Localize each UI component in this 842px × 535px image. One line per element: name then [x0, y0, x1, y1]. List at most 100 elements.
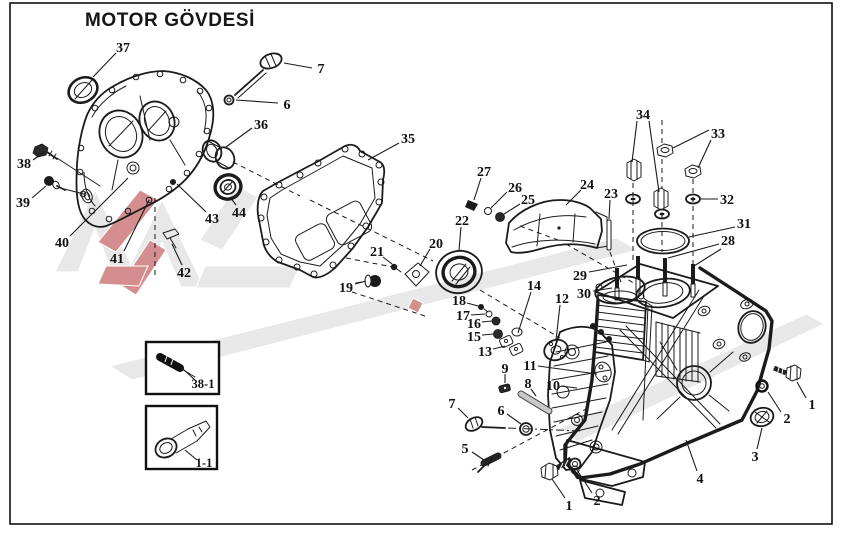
callout-34-12: 34 [636, 108, 650, 123]
callout-30-27: 30 [577, 287, 591, 302]
leader-line-37 [92, 52, 117, 78]
washer-2-bottom [568, 457, 582, 471]
callout-39-6: 39 [16, 196, 30, 211]
leader-line-19 [354, 280, 367, 285]
callout-25-16: 25 [521, 193, 535, 208]
plug-bolt-5 [477, 452, 502, 473]
leader-line-34 [631, 120, 638, 163]
screw-21 [390, 263, 402, 273]
leader-line-35 [367, 142, 400, 161]
callout-33-13: 33 [711, 127, 725, 142]
o-ring-6-bottom [519, 422, 533, 436]
gasket-holes [257, 145, 385, 278]
callout-14-28: 14 [527, 279, 541, 294]
callout-32-19: 32 [720, 193, 734, 208]
leader-line-28 [693, 248, 722, 267]
leader-line-6 [506, 413, 522, 425]
callout-37-0: 37 [116, 41, 130, 56]
callout-20-23: 20 [429, 237, 443, 252]
block-webbing [611, 289, 734, 435]
leader-line-38 [32, 151, 45, 161]
leader-line-36 [225, 127, 253, 148]
leader-line-10 [560, 385, 578, 389]
bearing-44 [213, 173, 243, 201]
side-cover [75, 70, 215, 228]
callout-3-45: 3 [752, 450, 759, 465]
leader-line-5 [471, 451, 485, 461]
cover-bolt-holes [76, 70, 213, 223]
leader-line-34 [648, 120, 660, 193]
hex-nuts-33 [656, 143, 702, 179]
o-ring-6-top [223, 94, 235, 106]
leader-line-6 [235, 99, 279, 104]
callout-1-47: 1 [809, 398, 816, 413]
leader-line-27 [473, 177, 482, 201]
leader-line-7 [457, 407, 469, 419]
lock-plate-20 [404, 262, 430, 287]
nut-16 [491, 316, 501, 326]
oil-dipstick-bottom [464, 416, 506, 432]
leader-line-43 [176, 183, 207, 213]
callout-7-39: 7 [449, 397, 456, 412]
callout-23-18: 23 [604, 187, 618, 202]
callout-2-46: 2 [784, 412, 791, 427]
leader-line-7 [283, 62, 313, 69]
leader-line-14 [517, 291, 532, 334]
leader-line-13 [492, 345, 506, 350]
leader-line-28 [667, 243, 720, 259]
clips-13-14 [499, 327, 524, 356]
seal-cap-3 [749, 406, 775, 428]
leader-line-17 [470, 313, 486, 316]
leader-line-22 [458, 226, 462, 251]
washer-17 [485, 310, 493, 318]
pin-23 [606, 219, 612, 251]
leader-line-1 [551, 478, 566, 499]
leader-line-30 [592, 287, 613, 292]
callout-31-20: 31 [737, 217, 751, 232]
callout-22-22: 22 [455, 214, 469, 229]
drain-bolt-1-right [773, 364, 802, 382]
leader-line-41 [123, 199, 150, 252]
drain-bolt-1-bottom [540, 456, 573, 481]
leader-line-16 [481, 320, 493, 323]
callout-2-43: 2 [594, 494, 601, 509]
callout-36-3: 36 [254, 118, 268, 133]
callout-9-35: 9 [502, 362, 509, 377]
engine-block-4 [547, 263, 774, 506]
callout-41-8: 41 [110, 252, 124, 267]
leader-line-20 [419, 248, 431, 267]
callout-17-31: 17 [456, 309, 470, 324]
oil-dipstick-top [234, 52, 283, 99]
cover-screw-43 [170, 179, 176, 185]
callout-15-33: 15 [467, 330, 481, 345]
nut-25 [495, 212, 505, 222]
callout-38-5: 38 [17, 157, 31, 172]
page-title: MOTOR GÖVDESİ [85, 10, 255, 31]
wing-nut-9 [498, 383, 511, 394]
leader-line-25 [503, 203, 521, 215]
leader-line-18 [466, 302, 479, 307]
inset-box-38-1: 38-1 [144, 340, 221, 396]
background-watermark-logo [54, 185, 826, 443]
bushing-36 [201, 139, 236, 170]
callout-35-4: 35 [401, 132, 415, 147]
callout-8-37: 8 [525, 377, 532, 392]
main-bearing-22 [435, 249, 483, 295]
callout-43-10: 43 [205, 212, 219, 227]
callout-27-14: 27 [477, 165, 491, 180]
leader-line-29 [588, 264, 628, 273]
bolt-39 [44, 176, 66, 191]
leader-line-2 [767, 391, 782, 413]
callout-5-41: 5 [462, 442, 469, 457]
plug-19 [355, 274, 381, 288]
leader-line-15 [481, 333, 495, 336]
clip-42 [162, 228, 180, 249]
callout-4-44: 4 [697, 472, 704, 487]
callout-40-7: 40 [55, 236, 69, 251]
callout-19-25: 19 [339, 281, 353, 296]
leader-line-11 [537, 365, 598, 375]
leader-line-21 [382, 256, 393, 265]
